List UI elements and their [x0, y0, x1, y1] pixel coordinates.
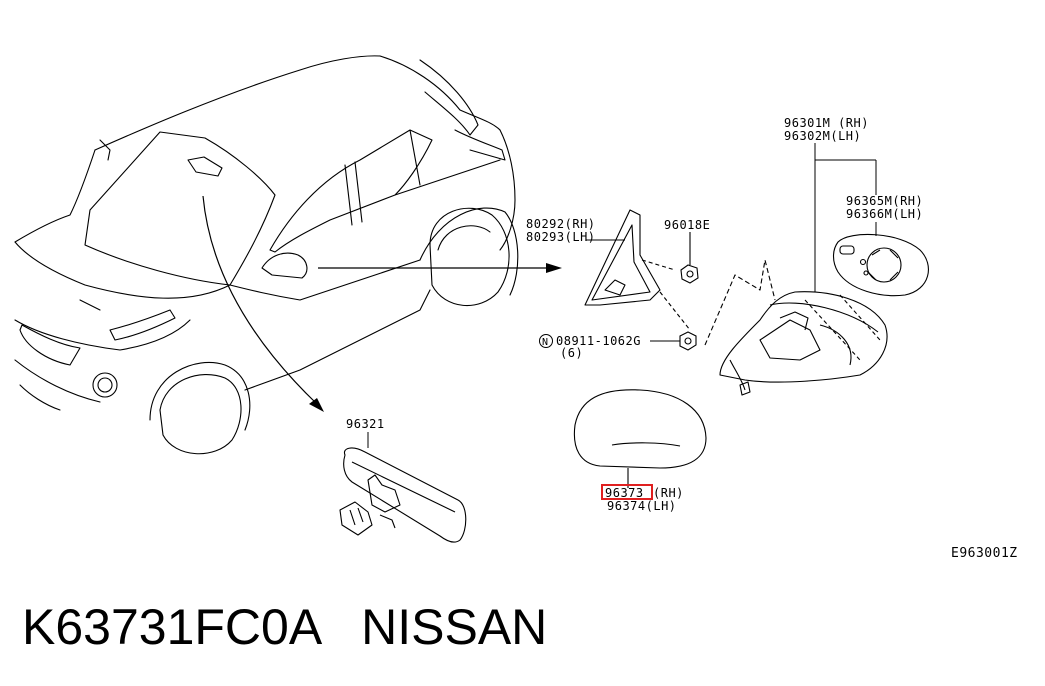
label-mirror-assy-rh: 96301M (RH) [784, 116, 869, 130]
label-corner-finisher-rh: 80292(RH) [526, 217, 596, 231]
label-glass-lh: 96366M(LH) [846, 207, 923, 221]
door-mirror-assembly-illustration [705, 260, 887, 395]
label-cover-lh: 96374(LH) [607, 499, 677, 513]
figure-code: E963001Z [951, 546, 1018, 561]
mirror-cover-illustration [574, 390, 706, 488]
assembly-leaders [815, 143, 876, 292]
label-rear-view-mirror: 96321 [346, 417, 385, 431]
caption-part-number: K63731FC0A [22, 599, 320, 655]
rear-view-mirror-illustration [340, 432, 466, 542]
vehicle-illustration [15, 56, 518, 454]
mirror-glass-illustration [834, 234, 929, 295]
caption: K63731FC0A NISSAN [22, 598, 547, 656]
label-corner-finisher-lh: 80293(LH) [526, 230, 596, 244]
label-glass-rh: 96365M(RH) [846, 194, 923, 208]
label-nut: 96018E [664, 218, 710, 232]
label-bolt-qty: (6) [560, 346, 583, 360]
highlight-box [602, 485, 652, 499]
bolt-label-group: N 08911-1062G (6) [540, 334, 641, 360]
callout-arrows [203, 196, 548, 405]
bolt-symbol: N [542, 337, 549, 348]
corner-finisher-illustration [585, 210, 690, 330]
label-cover-rh-number[interactable]: 96373 [605, 486, 644, 500]
arrow-heads [309, 263, 562, 412]
bolt-symbol-circle [540, 335, 553, 348]
label-bolt: 08911-1062G [556, 334, 641, 348]
caption-brand: NISSAN [361, 599, 548, 655]
label-mirror-assy-lh: 96302M(LH) [784, 129, 861, 143]
bolt-illustration [650, 332, 696, 350]
nut-illustration [681, 232, 698, 283]
label-cover-rh-side: (RH) [653, 486, 684, 500]
